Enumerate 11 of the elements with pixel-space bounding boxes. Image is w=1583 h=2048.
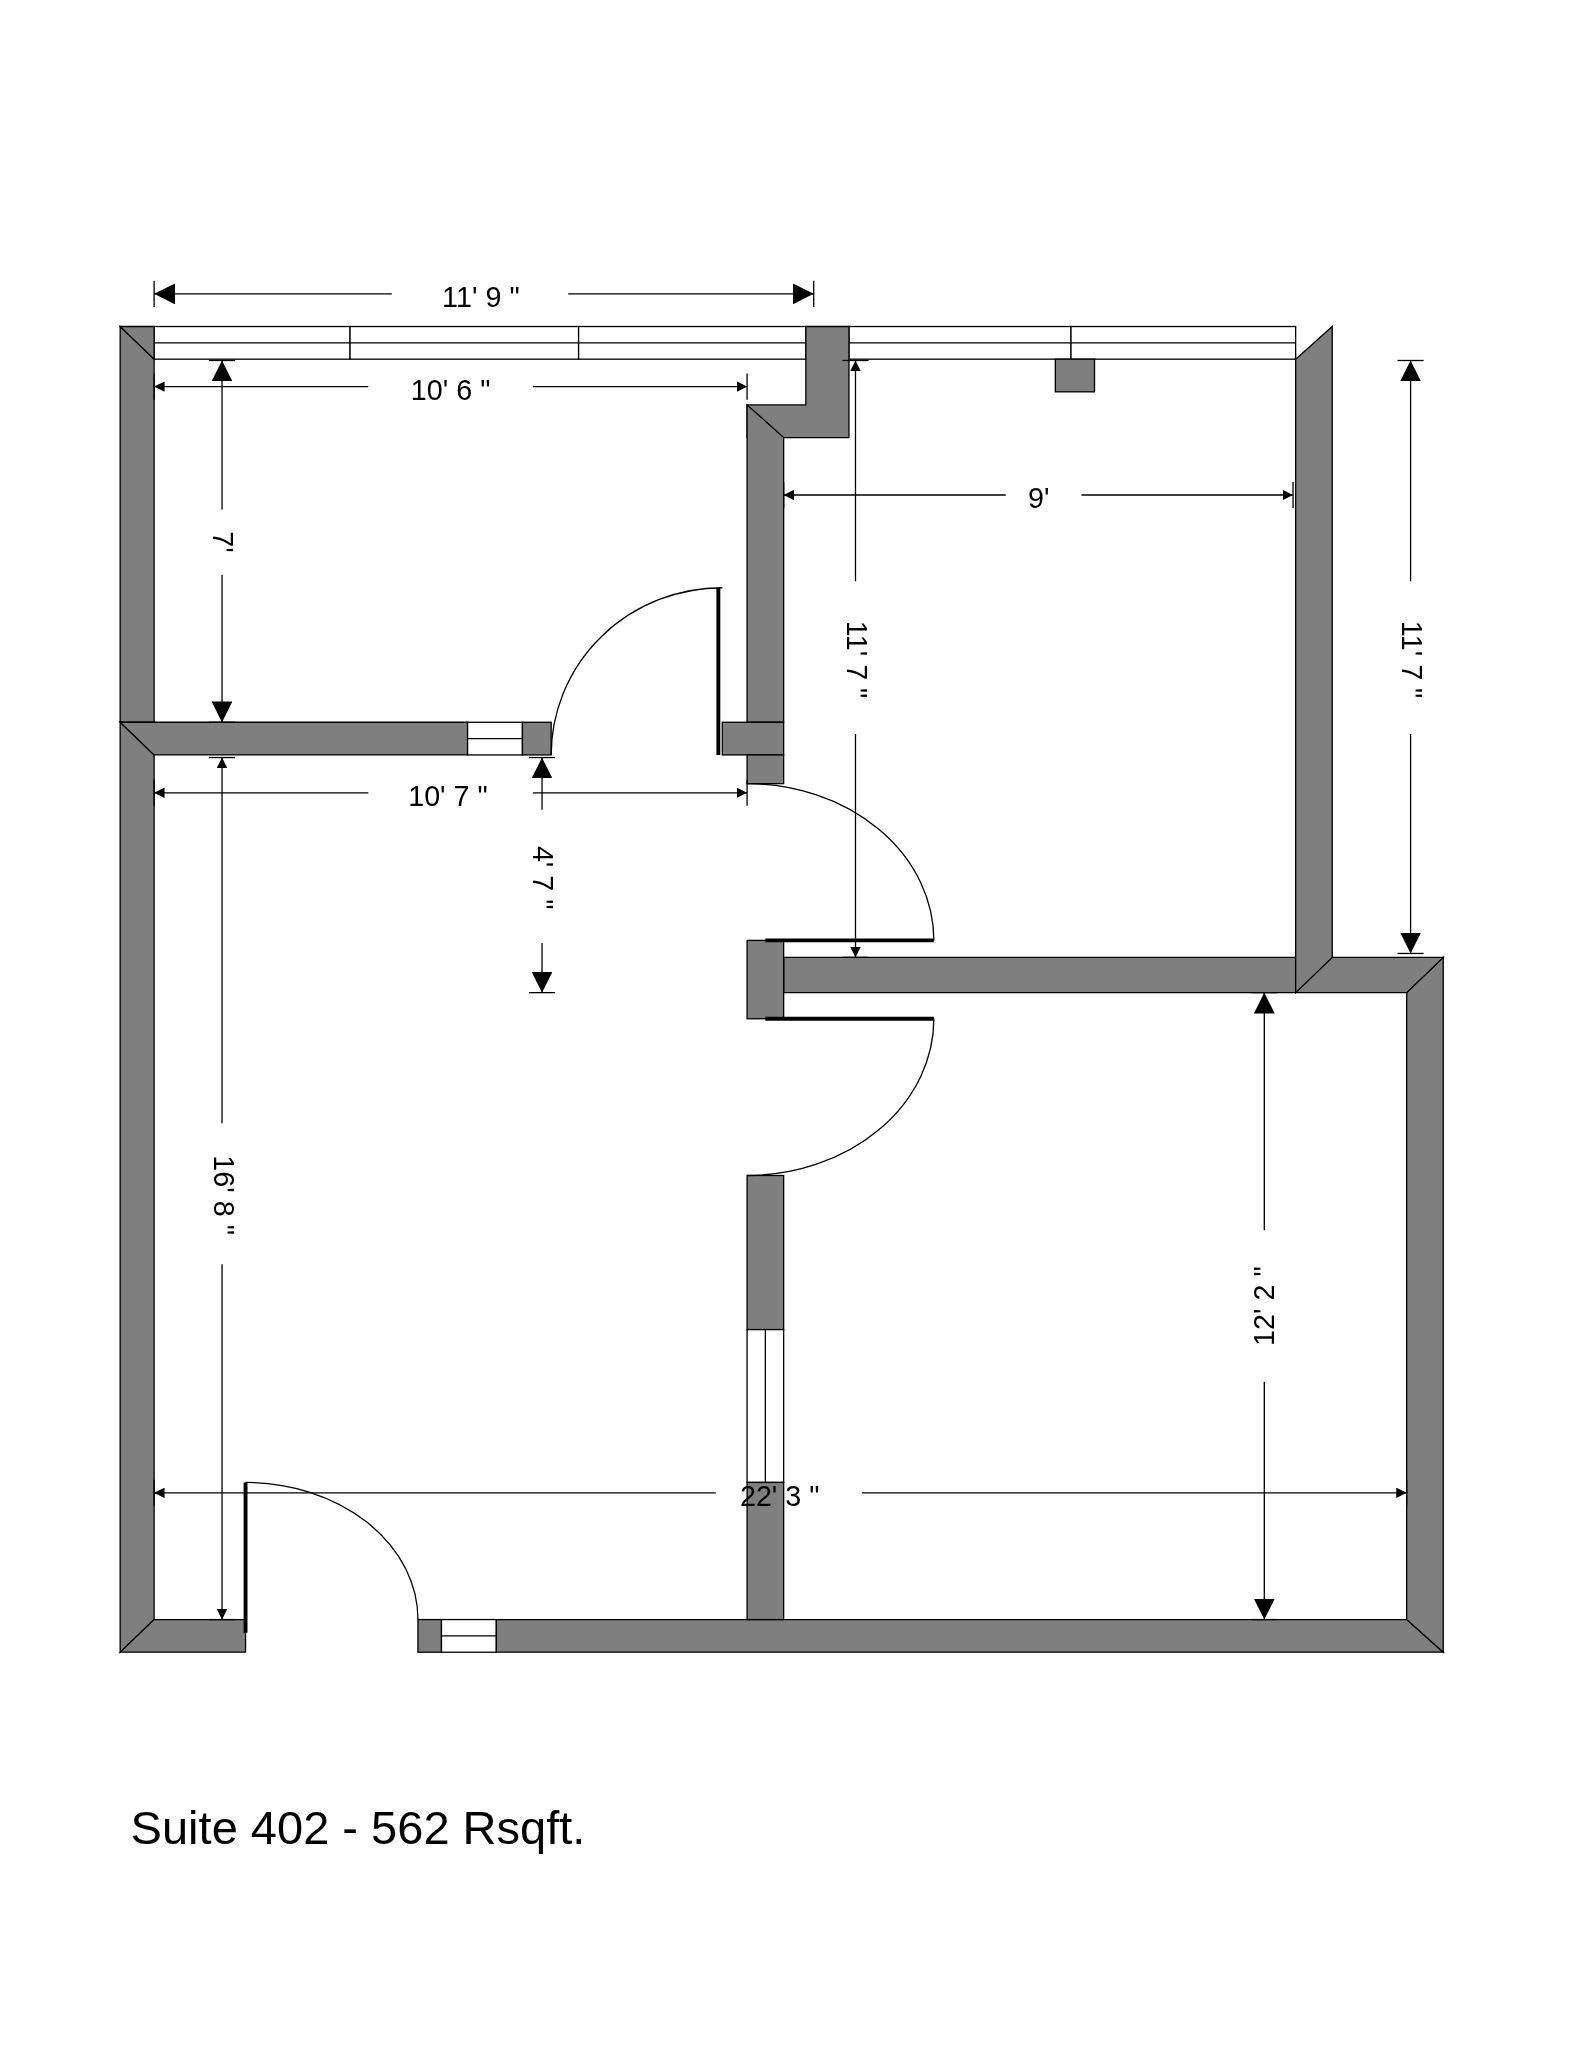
dimension-label: 16' 8 "	[207, 1155, 237, 1235]
dimension-label: 10' 7 "	[408, 782, 488, 812]
dimension-label: 11' 7 "	[1396, 620, 1426, 699]
dimension-label: 11' 7 "	[841, 620, 871, 699]
dimension-label: 9'	[1027, 484, 1050, 514]
caption: Suite 402 - 562 Rsqft.	[130, 1805, 586, 1853]
dimension-label: 4' 7 "	[527, 845, 557, 910]
dimension-label: 10' 6 "	[410, 376, 491, 405]
dimension-label: 7'	[207, 531, 237, 553]
dimension-label: 12' 2 "	[1249, 1266, 1279, 1346]
dimension-label: 11' 9 "	[442, 283, 520, 313]
